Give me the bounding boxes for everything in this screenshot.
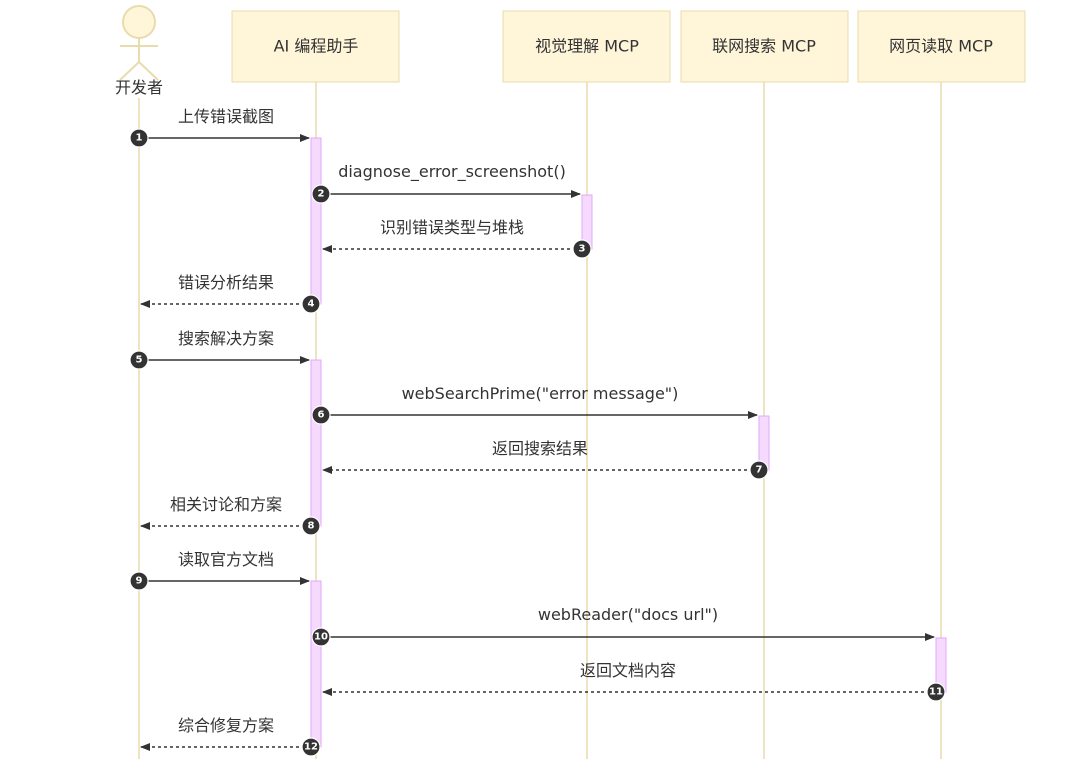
participant-box	[857, 10, 1026, 83]
message-2: diagnose_error_screenshot() 2	[311, 162, 581, 204]
actor-right-leg	[138, 61, 159, 81]
message-label: 返回文档内容	[580, 661, 676, 680]
sequence-number: 3	[579, 244, 586, 255]
message-label: 返回搜索结果	[492, 439, 588, 458]
participant-box	[680, 10, 849, 83]
message-3: 识别错误类型与堆栈 3	[322, 218, 592, 259]
sequence-number: 12	[304, 742, 318, 753]
sequence-number-badge	[129, 128, 149, 148]
sequence-number: 9	[136, 576, 143, 587]
message-11: 返回文档内容 11	[322, 661, 946, 702]
participant-label: AI 编程助手	[274, 37, 359, 56]
sequence-number-badge	[926, 682, 946, 702]
sequence-number: 2	[318, 189, 325, 200]
message-label: 相关讨论和方案	[170, 495, 282, 514]
sequence-number: 4	[308, 299, 315, 310]
message-label: diagnose_error_screenshot()	[338, 162, 566, 182]
sequence-number: 8	[308, 521, 315, 532]
message-label: 上传错误截图	[178, 107, 274, 126]
lifelines	[138, 82, 942, 759]
sequence-number-badge	[301, 737, 321, 757]
actor-left-leg	[119, 61, 140, 81]
message-label: 搜索解决方案	[178, 329, 274, 348]
participant-search-mcp: 联网搜索 MCP	[680, 10, 849, 83]
sequence-number-badge	[572, 239, 592, 259]
sequence-number: 5	[136, 355, 143, 366]
message-6: webSearchPrime("error message") 6	[311, 384, 758, 425]
activation-ai-2	[310, 359, 322, 527]
sequence-number-badge	[301, 294, 321, 314]
actor-developer: 开发者	[115, 5, 163, 97]
message-label: 综合修复方案	[178, 716, 274, 735]
message-7: 返回搜索结果 7	[322, 439, 769, 480]
activation-ai-1	[310, 137, 322, 305]
sequence-number-badge	[129, 350, 149, 370]
message-12: 综合修复方案 12	[140, 716, 321, 757]
message-label: webSearchPrime("error message")	[402, 384, 679, 403]
sequence-number-badge	[311, 184, 331, 204]
participant-label: 网页读取 MCP	[889, 37, 993, 56]
participant-vision-mcp: 视觉理解 MCP	[502, 10, 671, 83]
message-label: 识别错误类型与堆栈	[380, 218, 524, 237]
message-label: 错误分析结果	[178, 273, 274, 292]
sequence-number: 1	[136, 133, 143, 144]
participant-box	[502, 10, 671, 83]
sequence-number: 11	[929, 687, 943, 698]
sequence-number-badge	[301, 516, 321, 536]
message-1: 上传错误截图 1	[129, 107, 310, 148]
activation-ai-3	[310, 580, 322, 748]
message-9: 读取官方文档 9	[129, 550, 310, 591]
message-5: 搜索解决方案 5	[129, 329, 310, 370]
participant-label: 视觉理解 MCP	[535, 37, 639, 56]
actor-head-icon	[122, 5, 156, 39]
participant-box	[231, 10, 400, 83]
actor-label: 开发者	[115, 78, 163, 97]
sequence-number: 10	[314, 632, 328, 643]
participant-label: 联网搜索 MCP	[712, 37, 816, 56]
message-10: webReader("docs url") 10	[311, 605, 935, 647]
sequence-number: 7	[756, 465, 763, 476]
sequence-number-badge	[749, 460, 769, 480]
participant-reader-mcp: 网页读取 MCP	[857, 10, 1026, 83]
message-4: 错误分析结果 4	[140, 273, 321, 314]
participant-ai-assistant: AI 编程助手	[231, 10, 400, 83]
sequence-number-badge	[311, 627, 331, 647]
sequence-number-badge	[311, 405, 331, 425]
message-8: 相关讨论和方案 8	[140, 495, 321, 536]
sequence-number: 6	[318, 410, 325, 421]
sequence-number-badge	[129, 571, 149, 591]
activations	[310, 137, 947, 748]
message-label: webReader("docs url")	[538, 605, 718, 624]
message-label: 读取官方文档	[178, 550, 274, 569]
